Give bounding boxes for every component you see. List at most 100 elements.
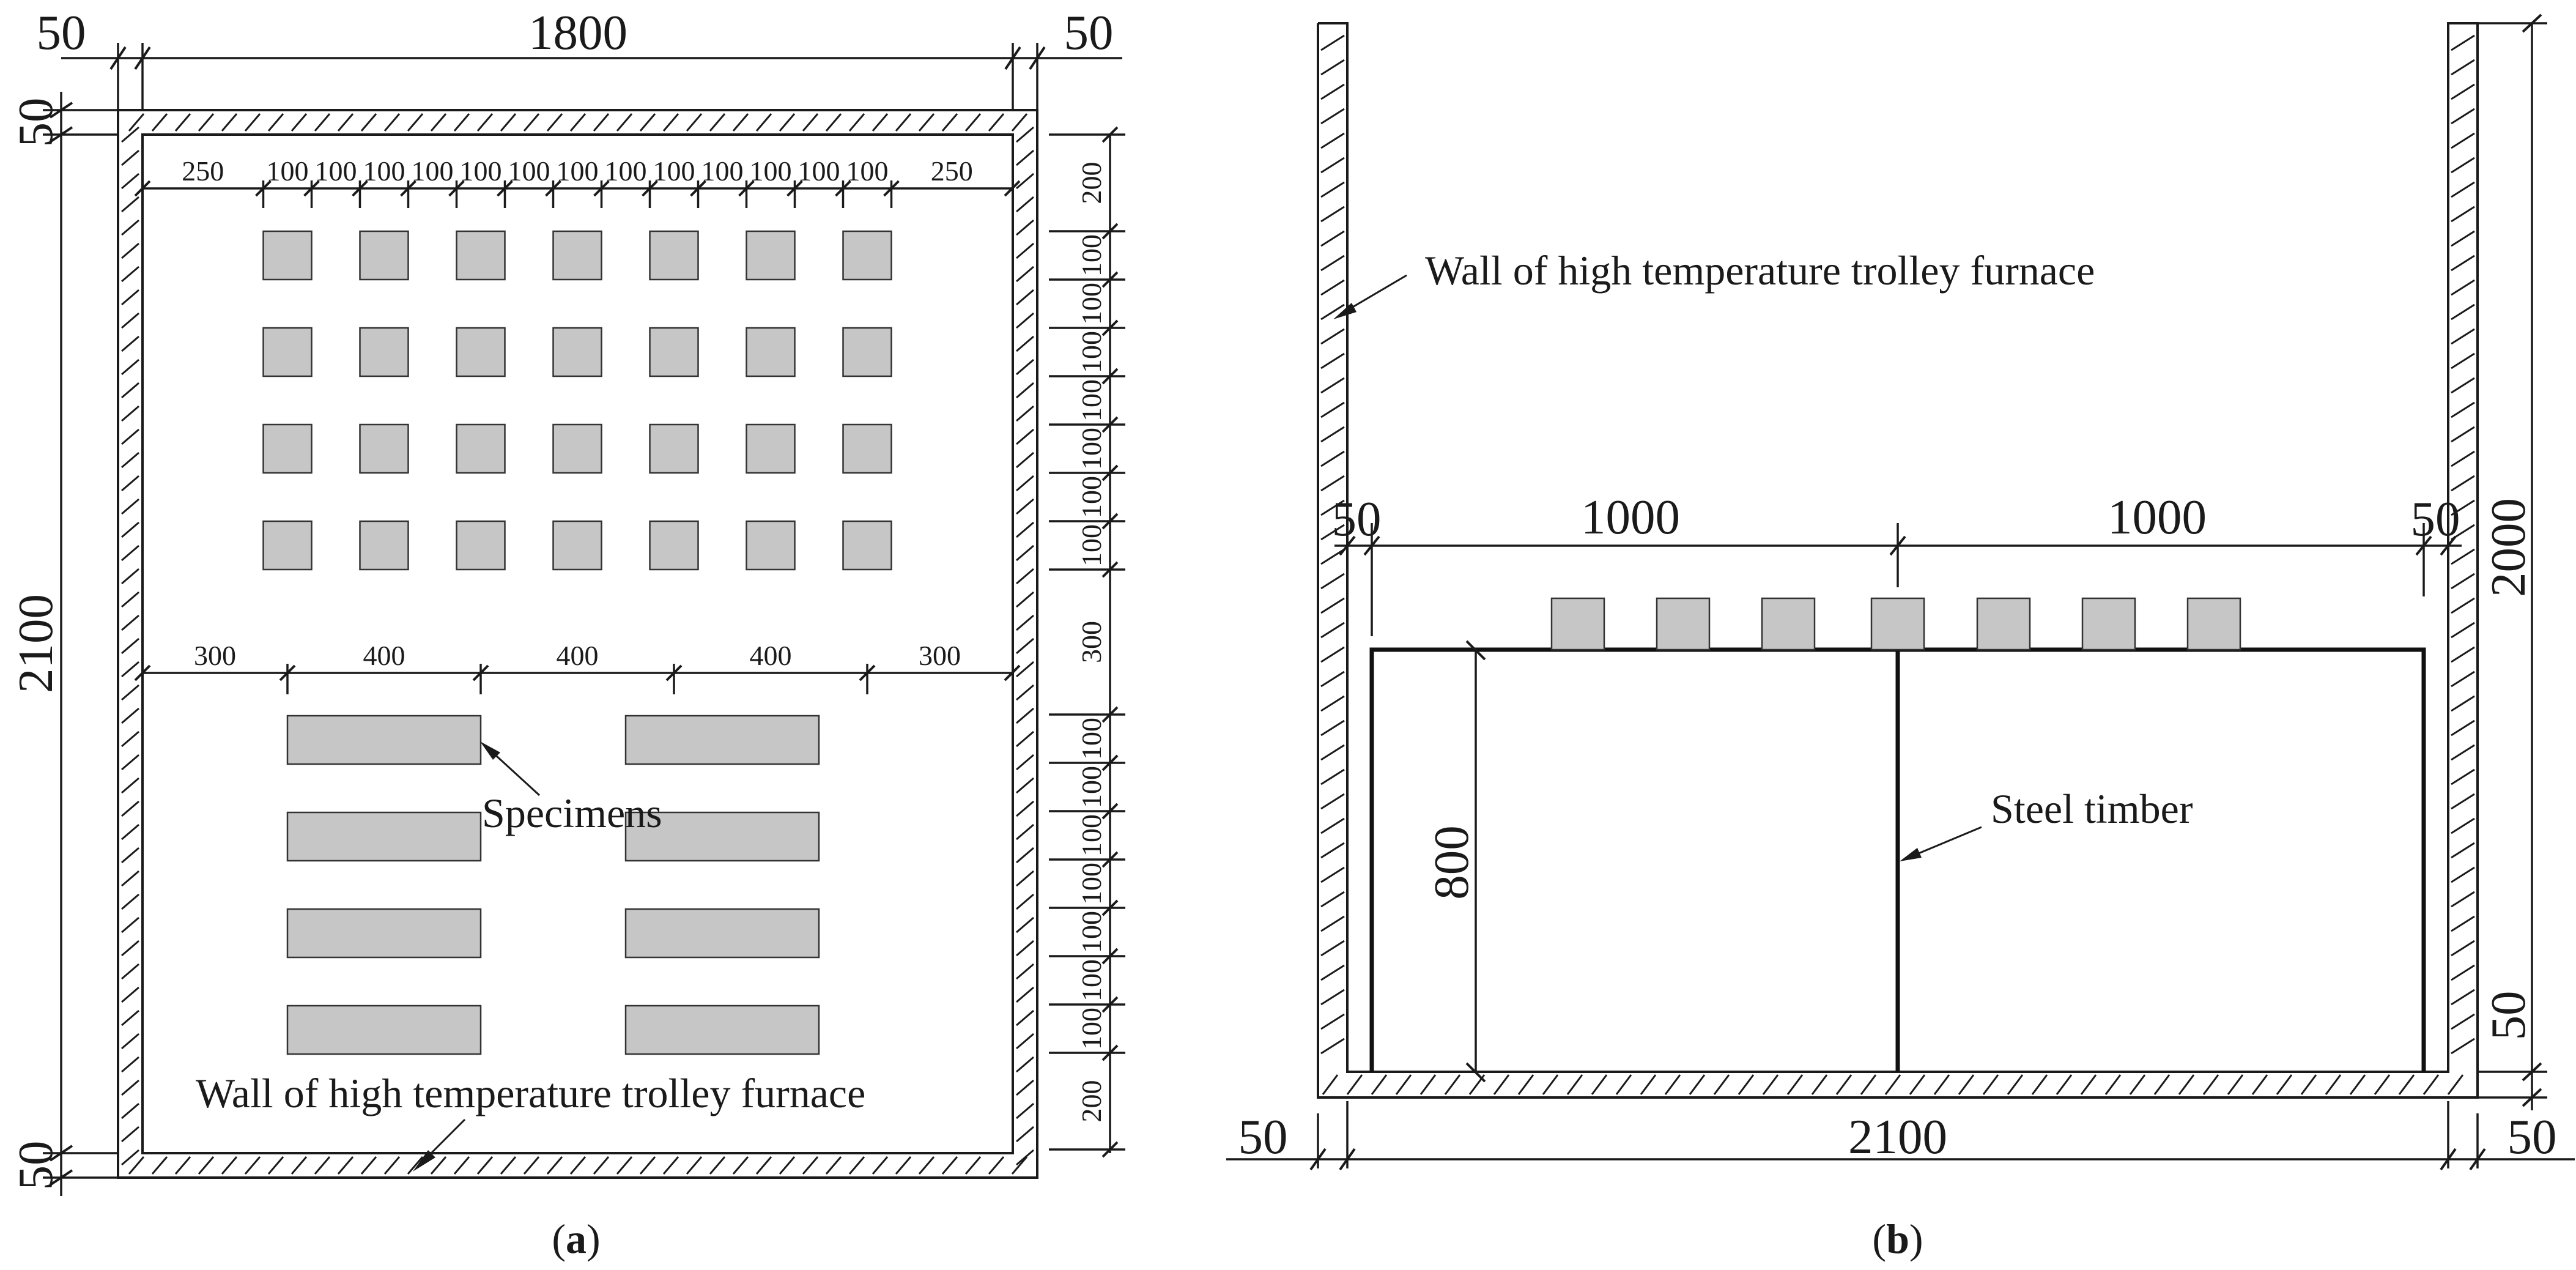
- hatch-mark: [2451, 279, 2475, 296]
- hatch-mark: [1884, 1074, 1901, 1095]
- hatch-mark: [121, 1056, 139, 1073]
- dim-tick: [1101, 1141, 1119, 1158]
- hatch-mark: [825, 1156, 842, 1175]
- dim-top-midleft-b: 1000: [1581, 489, 1680, 544]
- hatch-mark: [121, 1033, 139, 1050]
- right-chain-dim-label: 100: [1076, 283, 1107, 325]
- hatch-mark: [1320, 59, 1345, 76]
- dim-left-top-a: 50: [8, 98, 63, 147]
- hatch-mark: [121, 940, 139, 957]
- long-specimen: [286, 811, 482, 862]
- hatch-mark: [121, 568, 139, 585]
- hatch-mark: [1016, 405, 1034, 422]
- hatch-mark: [848, 113, 865, 132]
- hatch-mark: [2451, 34, 2475, 51]
- small-specimen: [262, 520, 313, 571]
- hatch-mark: [2227, 1074, 2244, 1095]
- right-chain-dim-label: 100: [1076, 428, 1107, 470]
- frame-specimen: [1656, 597, 1711, 651]
- upper-row-dim-label: 100: [363, 155, 405, 187]
- hatch-mark: [360, 1156, 377, 1175]
- hatch-mark: [1320, 254, 1345, 272]
- hatch-mark: [895, 113, 912, 132]
- small-specimen: [262, 327, 313, 377]
- hatch-mark: [2451, 940, 2475, 957]
- upper-row-dim-label: 100: [557, 155, 599, 187]
- hatch-mark: [1542, 1074, 1559, 1095]
- wall-hatching-a: [121, 113, 1034, 1175]
- hatch-mark: [2451, 646, 2475, 663]
- hatch-mark: [779, 113, 796, 132]
- small-specimen: [552, 230, 602, 281]
- dim-top-left-b: 50: [1332, 491, 1382, 546]
- long-specimen: [624, 1004, 820, 1055]
- small-specimen: [746, 520, 796, 571]
- hatch-mark: [121, 614, 139, 631]
- lower-row-dim-label: 400: [750, 640, 792, 671]
- right-chain-dim-label: 300: [1076, 621, 1107, 663]
- hatch-mark: [1320, 842, 1345, 859]
- hatch-mark: [2451, 59, 2475, 76]
- hatch-mark: [1320, 401, 1345, 418]
- hatch-mark: [314, 1156, 331, 1175]
- hatch-mark: [1320, 181, 1345, 198]
- hatch-mark: [941, 113, 958, 132]
- hatch-mark: [174, 1156, 191, 1175]
- hatch-mark: [2300, 1074, 2317, 1095]
- hatch-mark: [1016, 358, 1034, 376]
- right-chain-dim-label: 100: [1076, 959, 1107, 1001]
- hatch-mark: [121, 382, 139, 399]
- hatch-mark: [1320, 670, 1345, 688]
- dim-tick: [134, 180, 151, 197]
- hatch-mark: [1320, 915, 1345, 932]
- hatch-mark: [337, 113, 354, 132]
- lower-row-dim-label: 400: [557, 640, 599, 671]
- hatch-mark: [1016, 986, 1034, 1003]
- hatch-mark: [988, 1156, 1005, 1175]
- hatch-mark: [2349, 1074, 2366, 1095]
- hatch-mark: [121, 963, 139, 980]
- hatch-mark: [2451, 622, 2475, 639]
- hatch-mark: [1320, 83, 1345, 100]
- hatch-mark: [1320, 989, 1345, 1006]
- hatch-mark: [121, 173, 139, 190]
- wall-label-b: Wall of high temperature trolley furnace: [1425, 247, 2095, 294]
- hatch-mark: [2451, 230, 2475, 247]
- hatch-mark: [1320, 866, 1345, 883]
- hatch-mark: [802, 113, 819, 132]
- small-specimen: [649, 327, 699, 377]
- long-specimen: [286, 908, 482, 959]
- hatch-mark: [1320, 328, 1345, 345]
- hatch-mark: [430, 1156, 447, 1175]
- right-dimension-b: 2000 50: [2478, 13, 2547, 1110]
- hatch-mark: [1320, 450, 1345, 467]
- right-chain-dim-label: 100: [1076, 766, 1107, 808]
- dim-bottom-left-b: 50: [1238, 1109, 1288, 1164]
- right-chain-dim-label: 100: [1076, 234, 1107, 277]
- hatch-mark: [1011, 1156, 1028, 1175]
- hatch-mark: [2056, 1074, 2073, 1095]
- hatch-mark: [1371, 1074, 1388, 1095]
- hatch-mark: [2451, 254, 2475, 272]
- hatch-mark: [662, 113, 679, 132]
- hatch-mark: [1016, 707, 1034, 724]
- hatch-mark: [2276, 1074, 2293, 1095]
- hatch-mark: [2451, 450, 2475, 467]
- small-specimen: [746, 230, 796, 281]
- hatch-mark: [121, 544, 139, 562]
- top-dimension-a: 50 1800 50: [37, 5, 1122, 110]
- hatch-mark: [825, 113, 842, 132]
- hatch-mark: [1320, 34, 1345, 51]
- hatch-mark: [1016, 1126, 1034, 1143]
- right-chain-dim-label: 100: [1076, 476, 1107, 518]
- dim-tick: [1101, 126, 1119, 143]
- hatch-mark: [121, 428, 139, 445]
- hatch-mark: [1320, 548, 1345, 565]
- hatch-mark: [1016, 475, 1034, 492]
- dim-tick: [1101, 851, 1119, 868]
- hatch-mark: [755, 1156, 772, 1175]
- hatch-mark: [291, 1156, 308, 1175]
- steel-timber-leader: [1900, 826, 1982, 861]
- hatch-mark: [1016, 266, 1034, 283]
